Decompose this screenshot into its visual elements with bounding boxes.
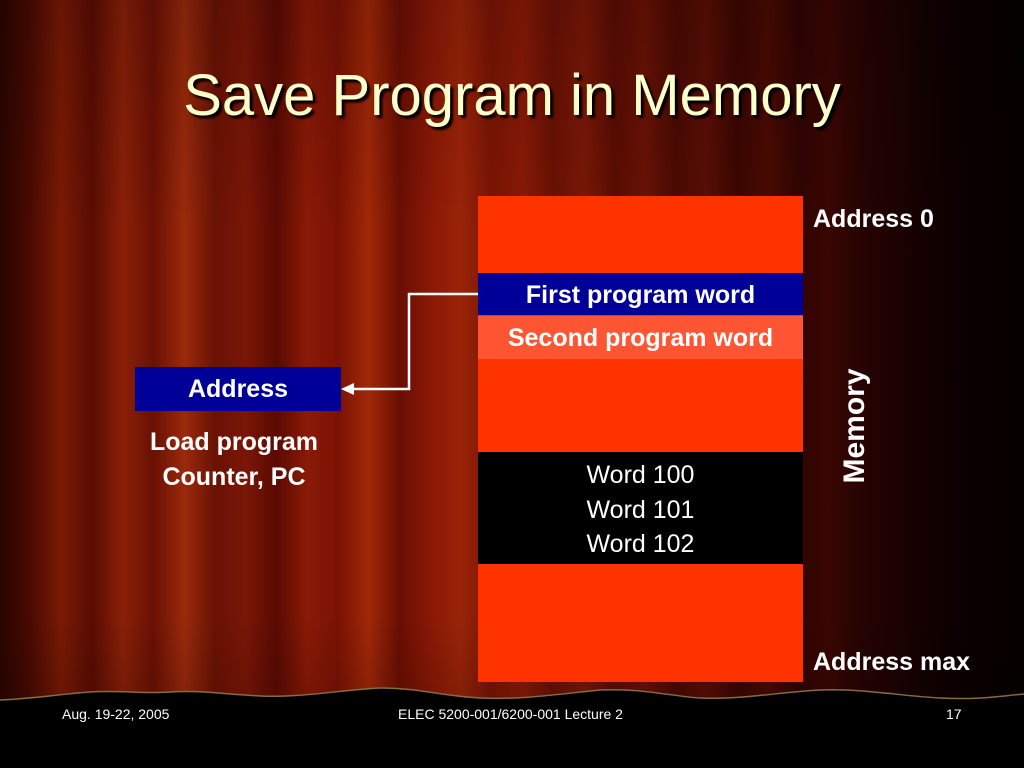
pc-caption-line2: Counter, PC [162,463,306,491]
footer-course: ELEC 5200-001/6200-001 Lecture 2 [398,706,623,722]
second-program-word: Second program word [478,316,803,359]
slide-title: Save Program in Memory [183,63,841,128]
footer-date: Aug. 19-22, 2005 [62,706,170,722]
pc-caption-line1: Load program [149,428,319,456]
address-0-label: Address 0 [813,205,934,233]
word-block: Word 100 Word 101 Word 102 [478,452,803,564]
word-100: Word 100 [586,461,695,489]
word-101: Word 101 [586,495,695,524]
address-max-label: Address max [813,648,971,676]
stage-floor [0,687,1024,768]
pc-caption: Load program Counter, PC [120,425,348,495]
first-program-word: First program word [478,273,803,315]
word-102: Word 102 [586,530,695,558]
footer-page-number: 17 [946,706,962,722]
pc-address-box: Address [135,367,341,411]
